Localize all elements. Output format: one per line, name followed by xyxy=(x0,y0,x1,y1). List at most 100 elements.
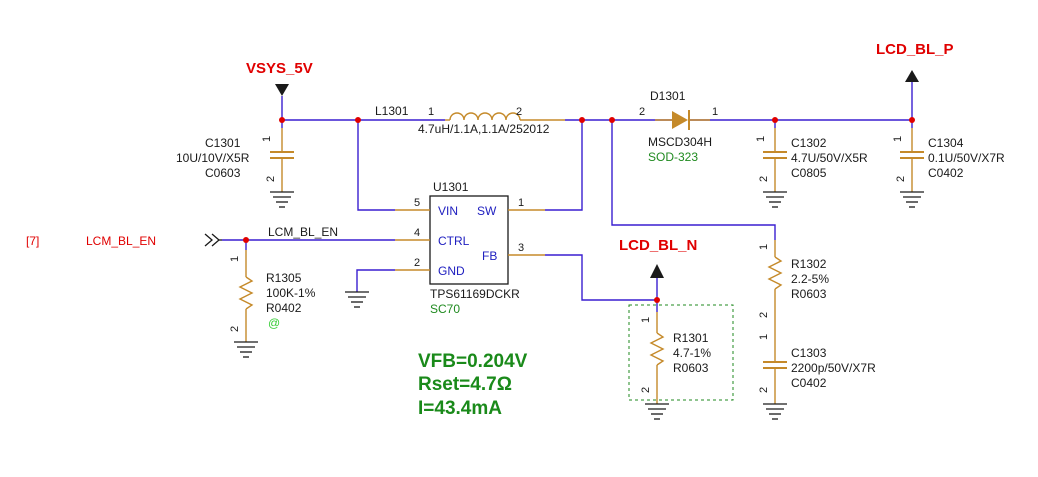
c1301-value: 10U/10V/X5R xyxy=(176,151,250,165)
resistor-r1302[interactable]: 1 2 R1302 2.2-5% R0603 xyxy=(758,240,829,322)
r1305-ref: R1305 xyxy=(266,271,302,285)
l1301-value: 4.7uH/1.1A,1.1A/252012 xyxy=(418,122,550,136)
ground-icon xyxy=(900,191,924,208)
ground-icon xyxy=(645,403,669,420)
ground-icon xyxy=(763,191,787,208)
c1301-pin2: 2 xyxy=(265,176,277,182)
note-vfb: VFB=0.204V xyxy=(418,351,528,372)
inductor-l1301[interactable]: L1301 1 2 4.7uH/1.1A,1.1A/252012 xyxy=(375,104,565,136)
r1301-ref: R1301 xyxy=(673,331,709,345)
wire-fb xyxy=(545,254,657,301)
wire-vin xyxy=(357,120,395,211)
junction-dot xyxy=(355,117,361,123)
c1302-package: C0805 xyxy=(791,166,827,180)
lcm-bl-en-port-label: LCM_BL_EN xyxy=(86,234,156,248)
c1302-ref: C1302 xyxy=(791,136,827,150)
junction-dot xyxy=(909,117,915,123)
c1302-value: 4.7U/50V/X5R xyxy=(791,151,868,165)
ic-body xyxy=(429,195,509,285)
junction-dot xyxy=(654,297,660,303)
c1301-ref: C1301 xyxy=(205,136,241,150)
d1301-part: MSCD304H xyxy=(648,135,712,149)
pin-num-vin: 5 xyxy=(414,197,420,209)
down-arrow-icon xyxy=(275,84,289,96)
c1304-package: C0402 xyxy=(928,166,964,180)
r1305-value: 100K-1% xyxy=(266,286,316,300)
junction-dot xyxy=(609,117,615,123)
c1302-pin2: 2 xyxy=(758,176,770,182)
capacitor-c1304[interactable]: 1 2 C1304 0.1U/50V/X7R C0402 xyxy=(892,128,1005,208)
r1301-pin2: 2 xyxy=(640,387,652,393)
up-arrow-icon xyxy=(650,264,664,278)
pin-name-fb: FB xyxy=(482,249,497,263)
diode-icon xyxy=(672,111,688,129)
ic-u1301[interactable]: U1301 VIN CTRL GND SW FB 5 4 2 1 3 TPS61… xyxy=(395,180,545,316)
resistor-zigzag-icon xyxy=(767,256,783,290)
r1305-mark: @ xyxy=(268,316,280,330)
ground-icon xyxy=(345,291,369,308)
capacitor-c1303[interactable]: 1 2 C1303 2200p/50V/X7R C0402 xyxy=(758,322,876,420)
c1304-pin1: 1 xyxy=(892,136,904,142)
c1301-package: C0603 xyxy=(205,166,241,180)
vsys-label: VSYS_5V xyxy=(246,60,313,77)
ground-icon xyxy=(270,191,294,208)
offpage-connector-icon xyxy=(211,233,220,247)
pin-num-gnd: 2 xyxy=(414,257,420,269)
pin-name-sw: SW xyxy=(477,204,497,218)
c1302-pin1: 1 xyxy=(755,136,767,142)
resistor-r1305[interactable]: 1 2 R1305 100K-1% R0402 @ xyxy=(229,250,316,358)
vsys-port[interactable]: VSYS_5V xyxy=(246,60,313,96)
u1301-part: TPS61169DCKR xyxy=(430,287,520,301)
junction-dot xyxy=(279,117,285,123)
c1304-pin2: 2 xyxy=(895,176,907,182)
wires xyxy=(222,82,913,312)
pin-num-fb: 3 xyxy=(518,242,524,254)
r1302-pin2: 2 xyxy=(758,312,770,318)
l1301-pin1: 1 xyxy=(428,106,434,118)
d1301-package: SOD-323 xyxy=(648,150,698,164)
pin-name-vin: VIN xyxy=(438,204,458,218)
lcd-bl-n-port[interactable]: LCD_BL_N xyxy=(619,237,697,278)
sheet-reference: [7] xyxy=(26,234,39,248)
pin-name-ctrl: CTRL xyxy=(438,234,470,248)
c1301-pin1: 1 xyxy=(261,136,273,142)
c1303-pin1: 1 xyxy=(758,334,770,340)
pin-num-sw: 1 xyxy=(518,197,524,209)
wire-gnd xyxy=(356,269,395,292)
c1304-value: 0.1U/50V/X7R xyxy=(928,151,1005,165)
resistor-r1301[interactable]: 1 2 R1301 4.7-1% R0603 xyxy=(640,312,711,420)
r1305-pin1: 1 xyxy=(229,256,241,262)
r1301-package: R0603 xyxy=(673,361,709,375)
diode-d1301[interactable]: D1301 2 1 MSCD304H SOD-323 xyxy=(639,89,718,164)
capacitor-c1302[interactable]: 1 2 C1302 4.7U/50V/X5R C0805 xyxy=(755,128,868,208)
r1301-highlight-box xyxy=(628,304,734,401)
d1301-pin-a: 2 xyxy=(639,106,645,118)
c1303-pin2: 2 xyxy=(758,387,770,393)
u1301-ref: U1301 xyxy=(433,180,469,194)
pin-name-gnd: GND xyxy=(438,264,465,278)
wire-sw xyxy=(545,120,583,211)
lcm-bl-en-port[interactable]: [7] LCM_BL_EN xyxy=(26,233,222,248)
resistor-zigzag-icon xyxy=(649,332,665,366)
capacitor-c1301[interactable]: 1 2 C1301 10U/10V/X5R C0603 xyxy=(176,128,294,208)
junction-dot xyxy=(243,237,249,243)
design-notes: VFB=0.204V Rset=4.7Ω I=43.4mA xyxy=(418,351,528,419)
l1301-ref: L1301 xyxy=(375,104,409,118)
note-current: I=43.4mA xyxy=(418,398,502,419)
lcd-bl-p-port[interactable]: LCD_BL_P xyxy=(876,41,954,82)
r1305-package: R0402 xyxy=(266,301,302,315)
pin-num-ctrl: 4 xyxy=(414,227,420,239)
d1301-pin-k: 1 xyxy=(712,106,718,118)
r1302-value: 2.2-5% xyxy=(791,272,829,286)
offpage-connector-icon xyxy=(204,233,213,247)
r1305-pin2: 2 xyxy=(229,326,241,332)
c1304-ref: C1304 xyxy=(928,136,964,150)
u1301-package: SC70 xyxy=(430,302,460,316)
c1303-value: 2200p/50V/X7R xyxy=(791,361,876,375)
junctions xyxy=(243,117,915,303)
note-rset: Rset=4.7Ω xyxy=(418,374,512,395)
r1302-ref: R1302 xyxy=(791,257,827,271)
resistor-zigzag-icon xyxy=(238,276,254,310)
c1303-package: C0402 xyxy=(791,376,827,390)
